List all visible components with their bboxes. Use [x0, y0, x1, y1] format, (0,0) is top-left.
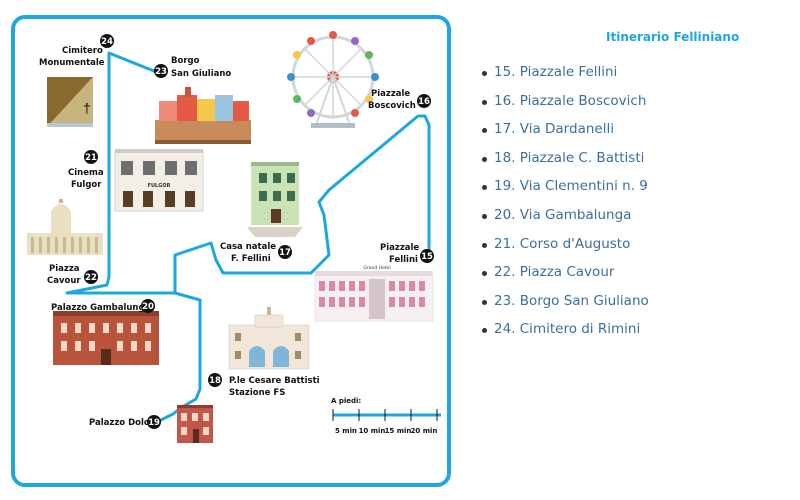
stop-18-marker[interactable]: [208, 373, 222, 387]
stop-17-marker[interactable]: [278, 245, 292, 259]
stop-16-label-2: Boscovich: [368, 101, 416, 111]
stop-20-number: 20: [142, 302, 154, 312]
borgo-san-giuliano-illustration: [155, 87, 251, 144]
stop-21-number: 21: [85, 153, 97, 163]
stop-17-label-2: F. Fellini: [231, 254, 271, 264]
ferris-wheel-illustration: [287, 31, 379, 128]
stop-15-label-2: Fellini: [389, 255, 418, 265]
piazza-cavour-illustration: [27, 199, 103, 255]
stop-22-label-1: Piazza: [49, 264, 80, 274]
stop-21-label-2: Fulgor: [71, 180, 102, 190]
list-item: 18. Piazzale C. Battisti: [480, 144, 649, 173]
stop-18-label-1: P.le Cesare Battisti: [229, 376, 320, 386]
list-item: 22. Piazza Cavour: [480, 258, 649, 287]
stop-16-label-1: Piazzale: [371, 89, 410, 99]
itinerary-map: † Cimitero Monumentale 24 Borgo San Giul…: [27, 31, 441, 443]
palazzo-dolci-illustration: [177, 405, 213, 443]
scale-title: A piedi:: [331, 397, 361, 405]
stop-23-number: 23: [155, 67, 167, 77]
cross-icon: †: [83, 100, 91, 116]
scale-label-20: 20 min: [411, 427, 438, 435]
stop-15-number: 15: [421, 252, 433, 262]
stop-16-number: 16: [418, 97, 430, 107]
grand-hotel-illustration: Grand Hotel: [314, 265, 434, 322]
list-item: 19. Via Clementini n. 9: [480, 172, 649, 201]
itinerary-title: Itinerario Felliniano: [606, 30, 740, 44]
walking-scale: A piedi: 5 min 10 min 15 min 20 min: [331, 397, 441, 435]
list-item: 15. Piazzale Fellini: [480, 58, 649, 87]
scale-label-5: 5 min: [335, 427, 357, 435]
stop-22-marker[interactable]: [84, 270, 98, 284]
stop-23-label-2: San Giuliano: [171, 69, 231, 79]
list-item: 21. Corso d'Augusto: [480, 230, 649, 259]
stop-18-number: 18: [209, 376, 221, 386]
stop-22-number: 22: [85, 273, 97, 283]
stop-24-marker[interactable]: [100, 34, 114, 48]
stop-20-marker[interactable]: [141, 299, 155, 313]
hotel-sign: Grand Hotel: [363, 265, 390, 271]
stop-24-number: 24: [101, 37, 113, 47]
list-item: 20. Via Gambalunga: [480, 201, 649, 230]
stop-21-marker[interactable]: [84, 150, 98, 164]
stop-15-label-1: Piazzale: [380, 243, 419, 253]
stop-21-label-1: Cinema: [68, 168, 104, 178]
cinema-sign: FULGOR: [148, 183, 171, 189]
stop-17-number: 17: [279, 248, 291, 258]
stop-24-label-2: Monumentale: [39, 58, 105, 68]
stop-23-marker[interactable]: [154, 64, 168, 78]
scale-label-15: 15 min: [385, 427, 412, 435]
stop-22-label-2: Cavour: [47, 276, 81, 286]
stop-23-label-1: Borgo: [171, 56, 200, 66]
itinerary-list: 15. Piazzale Fellini 16. Piazzale Boscov…: [480, 58, 649, 344]
palazzo-gambalunga-illustration: [53, 311, 159, 365]
stop-19-marker[interactable]: [147, 415, 161, 429]
list-item: 17. Via Dardanelli: [480, 115, 649, 144]
cinema-fulgor-illustration: FULGOR: [114, 149, 204, 212]
cemetery-illustration: †: [47, 77, 93, 127]
stop-15-marker[interactable]: [420, 249, 434, 263]
stop-20-label: Palazzo Gambalunga: [51, 303, 151, 313]
stop-19-label: Palazzo Dolci: [89, 418, 152, 428]
station-illustration: [228, 307, 310, 370]
fellini-birthplace-illustration: [247, 162, 303, 237]
stop-24-label-1: Cimitero: [62, 46, 103, 56]
list-item: 16. Piazzale Boscovich: [480, 87, 649, 116]
route-line-east: [173, 114, 431, 295]
list-item: 24. Cimitero di Rimini: [480, 315, 649, 344]
stop-19-number: 19: [148, 418, 160, 428]
stop-18-label-2: Stazione FS: [229, 388, 285, 398]
scale-label-10: 10 min: [359, 427, 386, 435]
stop-17-label-1: Casa natale: [220, 242, 276, 252]
list-item: 23. Borgo San Giuliano: [480, 287, 649, 316]
stop-16-marker[interactable]: [417, 94, 431, 108]
